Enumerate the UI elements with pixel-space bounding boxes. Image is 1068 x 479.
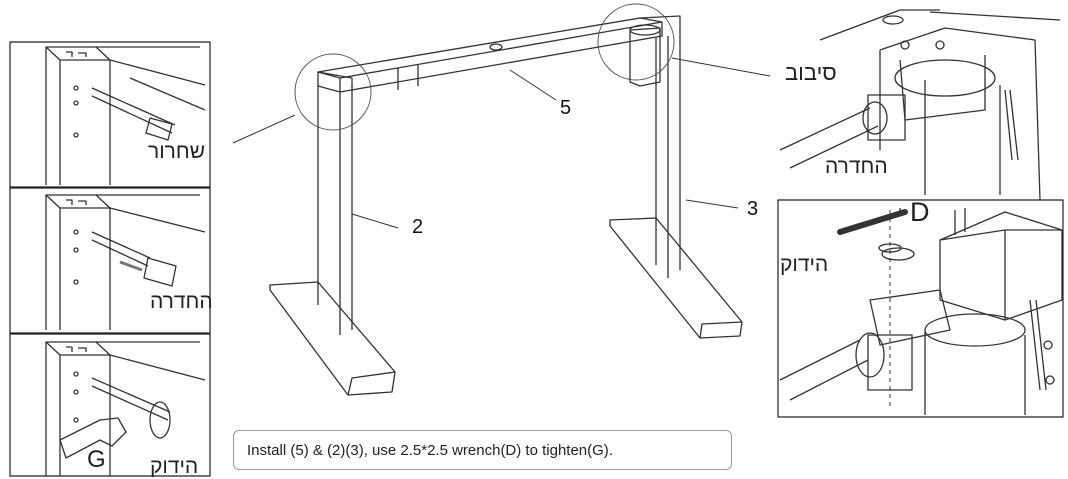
right-panel-rotate-label: סיבוב <box>785 60 837 85</box>
left-panel-release <box>9 41 211 188</box>
right-panel-rotate <box>779 9 1061 201</box>
left-panel-insert-label: החדרה <box>150 290 213 313</box>
right-panel-insert-label: החדרה <box>825 155 888 178</box>
part-label-2: 2 <box>412 216 424 238</box>
wrench-letter-d: D <box>910 197 930 227</box>
instruction-caption: Install (5) & (2)(3), use 2.5*2.5 wrench… <box>233 430 732 470</box>
left-panel-release-label: שחרור <box>148 140 206 163</box>
left-panel-tighten <box>9 333 211 477</box>
part-label-5: 5 <box>560 97 572 119</box>
left-panel-insert <box>9 187 211 334</box>
desk-frame <box>232 3 771 396</box>
wrench-letter-g: G <box>87 446 106 473</box>
part-label-3: 3 <box>747 198 759 220</box>
left-panel-tighten-label: הידוק <box>150 455 199 478</box>
right-panel-tighten <box>777 199 1064 418</box>
right-panel-tighten-label: הידוק <box>780 253 829 276</box>
